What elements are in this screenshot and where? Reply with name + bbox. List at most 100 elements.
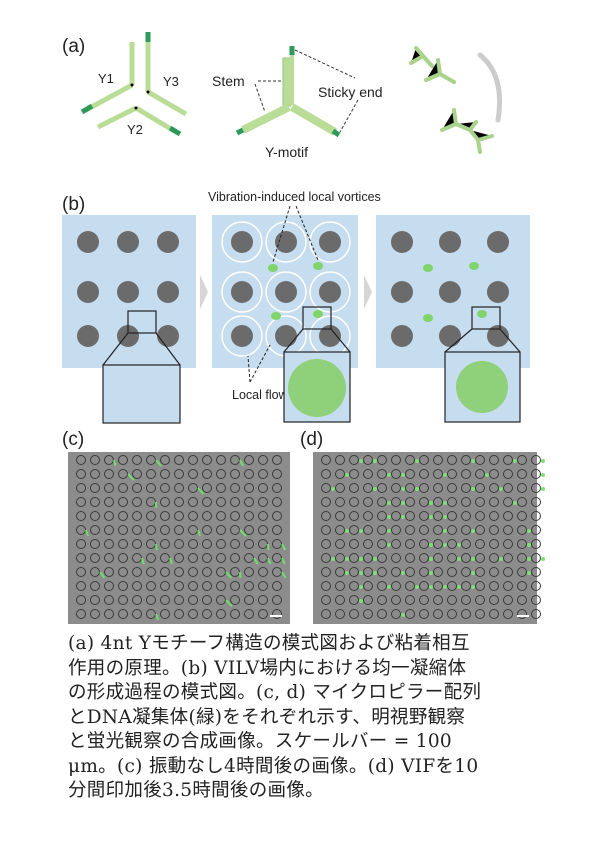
micropillar [531,483,541,493]
micropillar [216,469,226,479]
micropillar [90,609,100,619]
micropillar [391,609,401,619]
micropillar [118,539,128,549]
micropillar [405,595,415,605]
micropillar [503,609,513,619]
pillar [487,281,509,303]
micropillar [433,581,443,591]
dna-aggregate [155,459,163,467]
dna-aggregate [99,571,106,579]
micropillar [475,581,485,591]
micropillar [202,581,212,591]
micropillar [146,469,156,479]
vortex-ring [221,271,263,313]
micropillar [230,539,240,549]
micropillar [335,581,345,591]
dna-condensate [401,487,405,491]
micropillar [419,469,429,479]
dna-condensate [429,501,433,505]
micropillar [461,539,471,549]
micropillar [188,511,198,521]
micropillar [391,511,401,521]
dna-aggregate [197,529,202,537]
micropillar [433,469,443,479]
dna-condensate [527,571,531,575]
dna-aggregate [113,459,117,467]
pillar [275,231,297,253]
micropillar [90,581,100,591]
dna-condensate [429,557,433,561]
micropillar [244,511,254,521]
micropillar [363,455,373,465]
micropillar [489,553,499,563]
micropillar [531,553,541,563]
micropillar [377,539,387,549]
pillar [231,231,253,253]
micropillar [160,539,170,549]
micropillar [202,539,212,549]
dna-condensate [429,543,433,547]
pillar [319,231,341,253]
dna-condensate [513,501,517,505]
micropillar [160,455,170,465]
caption-line: とDNA凝集体(緑)をそれぞれ示す、明視野観察 [68,706,466,728]
dna-condensate [499,487,503,491]
micropillar [132,455,142,465]
micropillar [321,483,331,493]
micropillar [76,525,86,535]
micropillar [349,595,359,605]
micropillar [377,595,387,605]
micropillar [363,539,373,549]
micropillar [377,469,387,479]
micropillar [419,497,429,507]
micropillar [391,595,401,605]
micropillar [489,581,499,591]
micropillar [188,525,198,535]
micropillar [258,539,268,549]
strand-label-y2: Y2 [127,122,143,137]
micropillar [489,567,499,577]
micropillar [433,567,443,577]
micropillar [258,511,268,521]
micropillar [433,525,443,535]
dna-condensate [345,557,349,561]
micropillar [146,511,156,521]
micropillar [104,595,114,605]
micropillar [230,609,240,619]
vortex-ring [221,221,263,263]
micropillar [531,567,541,577]
micropillar [517,469,527,479]
dna-condensate [513,459,517,463]
micropillar [244,497,254,507]
micropillar [160,483,170,493]
pillar [275,281,297,303]
micropillar [216,581,226,591]
condensate [313,310,323,318]
micropillar [503,525,513,535]
micropillar [489,525,499,535]
micropillar [160,525,170,535]
micropillar [104,539,114,549]
figure-caption: (a) 4nt Yモチーフ構造の模式図および粘着相互 作用の原理。(b) VIL… [68,632,538,804]
micropillar [174,581,184,591]
dna-condensate [401,515,405,519]
micropillar [258,497,268,507]
micropillar [405,497,415,507]
micropillar [503,455,513,465]
micropillar [335,511,345,521]
micropillar [104,553,114,563]
micropillar [475,525,485,535]
micropillar [188,595,198,605]
dna-aggregate [85,529,89,537]
micropillar [503,581,513,591]
micropillar [76,595,86,605]
micropillar [118,609,128,619]
micropillar [132,497,142,507]
micropillar [461,581,471,591]
micropillar [230,483,240,493]
dna-condensate [471,585,475,589]
micropillar [202,455,212,465]
micropillar [258,469,268,479]
dna-condensate [401,613,405,617]
micropillar [517,539,527,549]
